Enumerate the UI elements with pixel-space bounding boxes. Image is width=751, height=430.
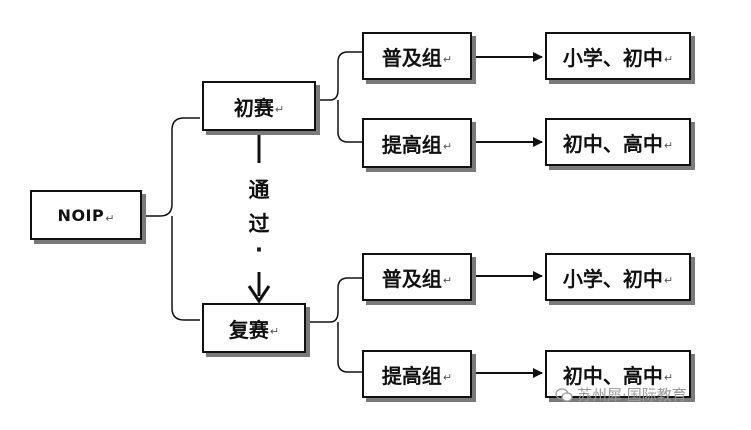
paragraph-mark: ↵ <box>269 324 280 338</box>
paragraph-mark: ↵ <box>663 138 674 152</box>
paragraph-mark: ↵ <box>663 370 674 384</box>
pass-label-line3: · <box>255 238 263 262</box>
paragraph-mark: ↵ <box>442 52 453 66</box>
node-puji-1: 普及组↵ <box>362 32 472 80</box>
paragraph-mark: ↵ <box>663 52 674 66</box>
pass-label-line1: 通 <box>248 178 270 202</box>
brace-noip <box>142 117 200 321</box>
watermark-text: 苏州犀·国际教育 <box>577 386 687 404</box>
paragraph-mark: ↵ <box>274 102 285 116</box>
node-result-3: 小学、初中↵ <box>545 253 691 301</box>
node-fusai: 复赛↵ <box>202 303 306 353</box>
paragraph-mark: ↵ <box>442 273 453 287</box>
paragraph-mark: ↵ <box>442 370 453 384</box>
node-noip: NOIP↵ <box>30 190 142 240</box>
pass-arrow-head <box>247 285 271 304</box>
paragraph-mark: ↵ <box>442 139 453 153</box>
pass-label-line2: 过 <box>248 212 270 236</box>
node-result-2: 初中、高中↵ <box>545 118 691 166</box>
watermark: 苏州犀·国际教育 <box>555 384 687 405</box>
paragraph-mark: ↵ <box>105 211 115 225</box>
wechat-icon <box>555 387 573 402</box>
node-result-4: 初中、高中↵ <box>545 350 691 398</box>
paragraph-mark: ↵ <box>663 273 674 287</box>
brace-chusai <box>316 51 362 143</box>
node-tigao-1: 提高组↵ <box>362 118 472 168</box>
node-result-1: 小学、初中↵ <box>545 32 691 80</box>
node-tigao-2: 提高组↵ <box>362 350 472 398</box>
node-puji-2: 普及组↵ <box>362 253 472 301</box>
brace-fusai <box>306 277 362 373</box>
node-chusai: 初赛↵ <box>202 81 316 131</box>
